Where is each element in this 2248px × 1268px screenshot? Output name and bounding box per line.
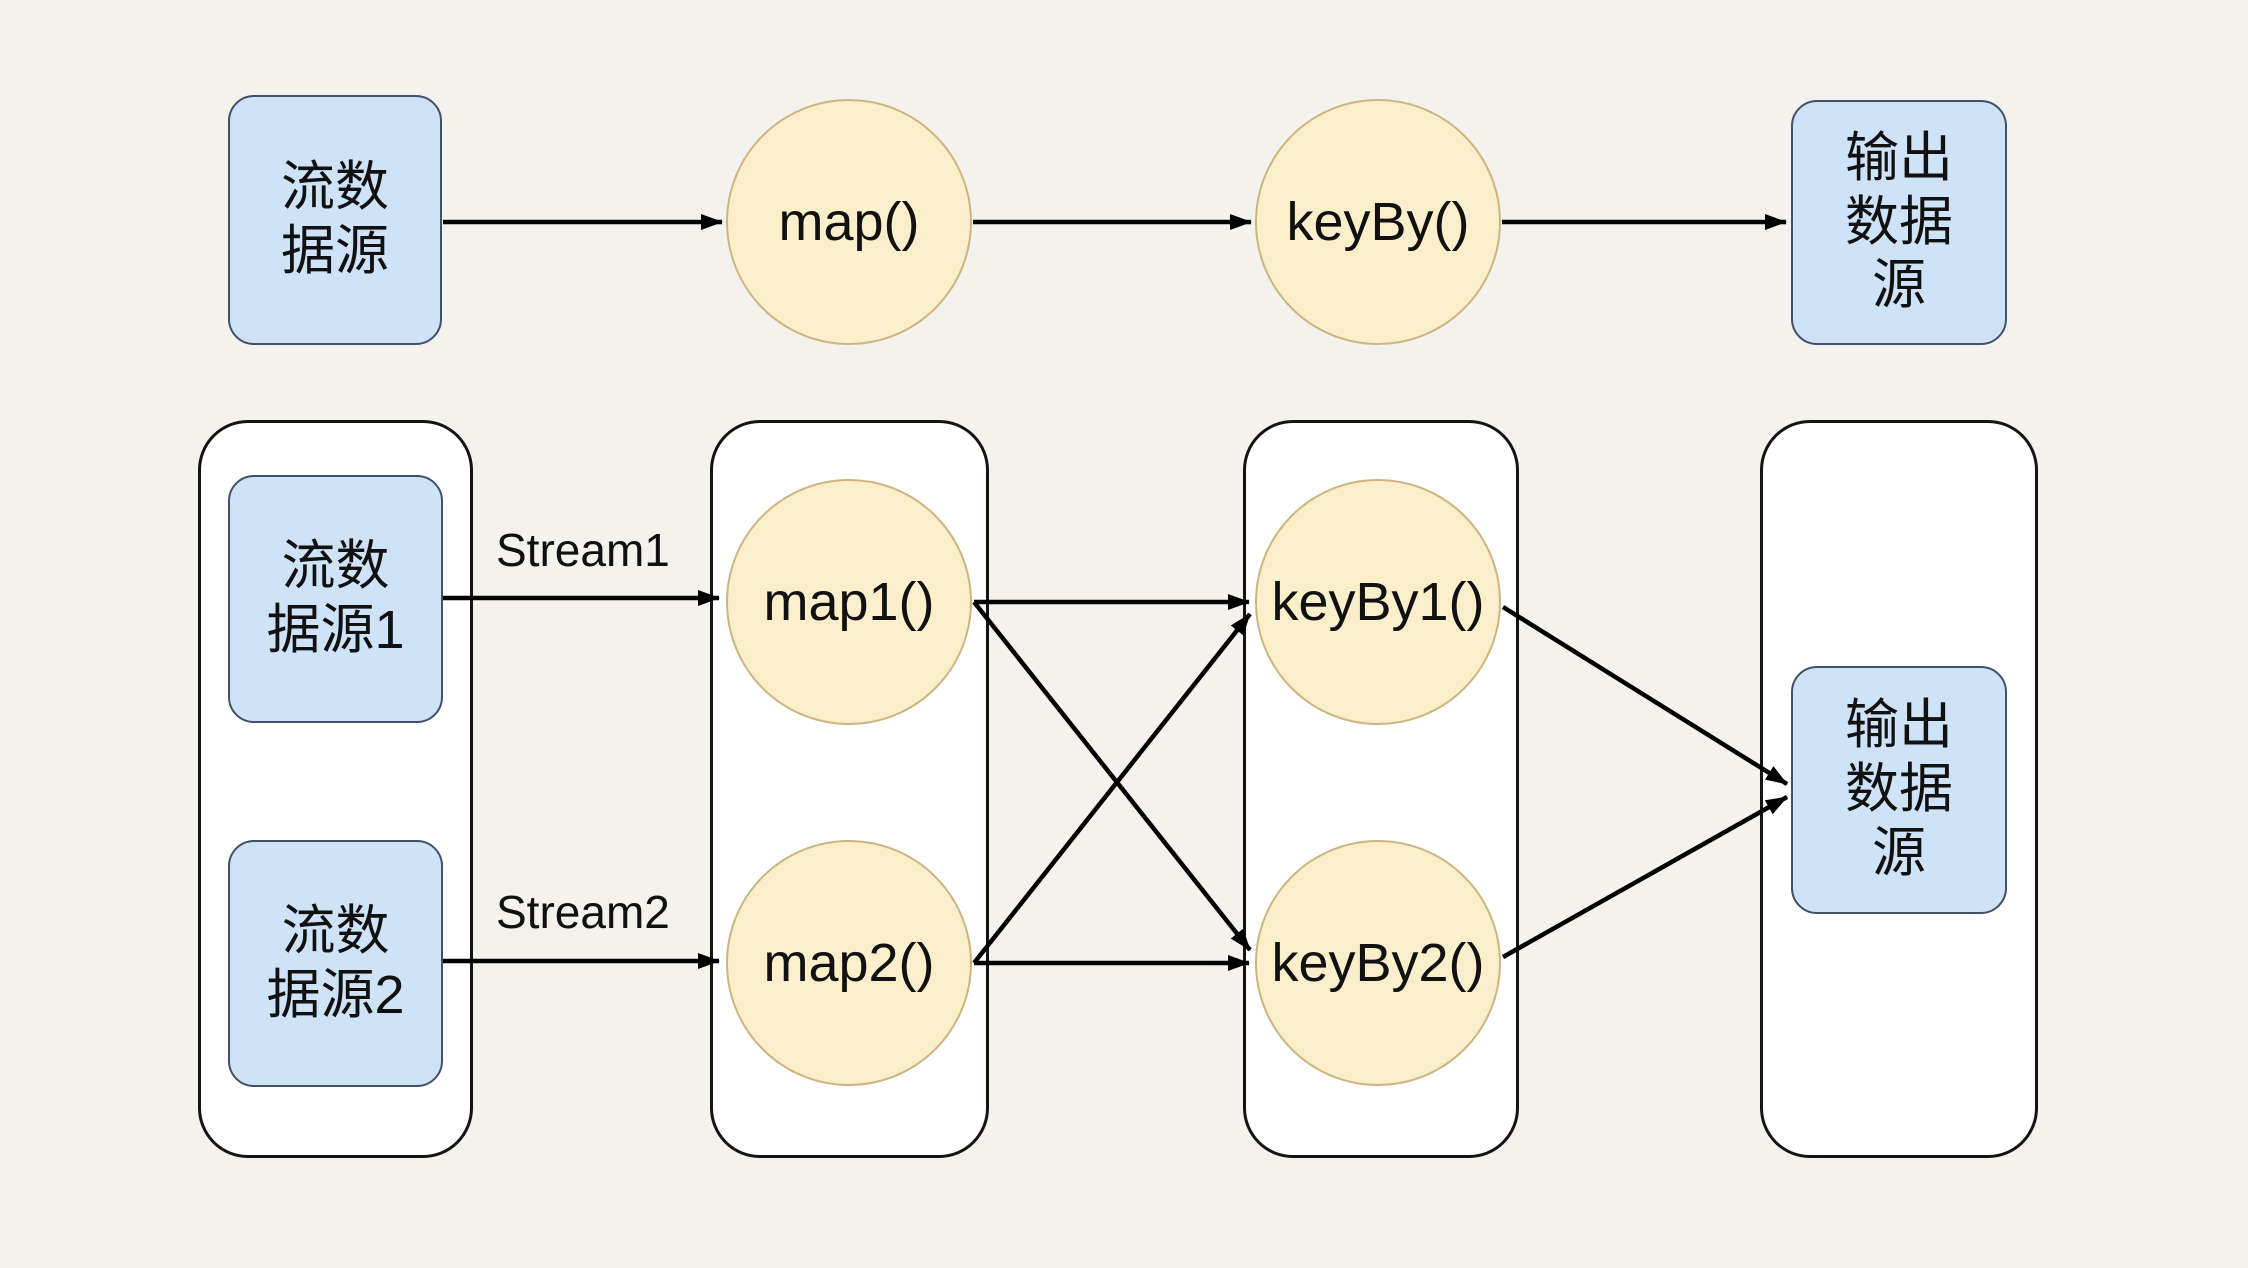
source-node: 流数 据源: [228, 95, 442, 345]
edge-keyby2-sink: [1501, 795, 1789, 959]
map1-operator-node: map1(): [726, 479, 972, 725]
map2-operator-node: map2(): [726, 840, 972, 1086]
map-operator-node: map(): [726, 99, 972, 345]
sink-node: 输出 数据 源: [1791, 100, 2007, 345]
sink2-node: 输出 数据 源: [1791, 666, 2007, 914]
edge-map2-keyby1: [972, 612, 1252, 965]
keyby-operator-node: keyBy(): [1255, 99, 1501, 345]
edge-map1-keyby2: [972, 600, 1252, 952]
keyby1-operator-node: keyBy1(): [1255, 479, 1501, 725]
source2-node: 流数 据源2: [228, 840, 443, 1087]
keyby2-operator-node: keyBy2(): [1255, 840, 1501, 1086]
edge-label-stream1: Stream1: [496, 524, 670, 576]
edge-label-stream2: Stream2: [496, 886, 670, 938]
edge-keyby1-sink: [1501, 605, 1789, 786]
source1-node: 流数 据源1: [228, 475, 443, 723]
